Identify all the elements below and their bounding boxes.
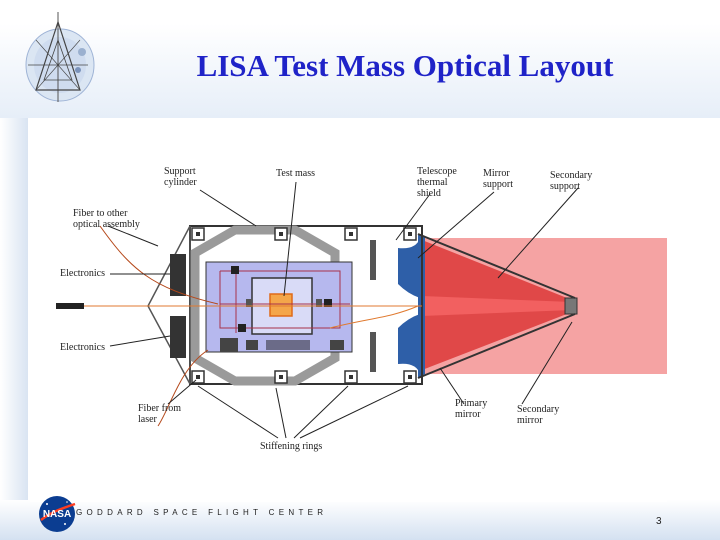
label-primary-mirror: Primary mirror xyxy=(455,398,488,420)
label-fiber-to-other: Fiber to other optical assembly xyxy=(73,208,140,230)
mirror-support-bottom xyxy=(398,314,420,374)
label-test-mass: Test mass xyxy=(276,168,316,179)
label-telescope-thermal-shield: Telescope thermal shield xyxy=(417,166,457,199)
diagram-canvas xyxy=(56,181,667,439)
label-secondary-support: Secondary support xyxy=(550,170,593,192)
label-electronics-top: Electronics xyxy=(60,268,105,279)
footer-band xyxy=(0,500,720,540)
thermal-shield-top xyxy=(370,240,376,280)
electronics-box-bottom xyxy=(170,316,186,358)
left-decor-strip xyxy=(0,118,28,503)
label-stiffening-rings: Stiffening rings xyxy=(260,441,323,452)
label-fiber-from-laser: Fiber from laser xyxy=(138,403,182,425)
secondary-mirror xyxy=(564,297,578,315)
test-mass-cube xyxy=(269,293,293,317)
label-mirror-support: Mirror support xyxy=(483,168,513,190)
thermal-shield-bottom xyxy=(370,332,376,372)
header-band xyxy=(0,0,720,118)
footer-text: GODDARD SPACE FLIGHT CENTER xyxy=(76,508,328,517)
nasa-logo-icon: NASA xyxy=(39,496,76,532)
beam-core xyxy=(422,296,572,316)
nasa-logo-text: NASA xyxy=(43,509,71,520)
slide-title: LISA Test Mass Optical Layout xyxy=(196,48,614,83)
support-cylinder xyxy=(190,225,340,386)
label-electronics-bottom: Electronics xyxy=(60,342,105,353)
electronics-box-top xyxy=(170,254,186,296)
page-number: 3 xyxy=(656,516,662,527)
fiber-to-other xyxy=(99,225,219,305)
optical-layout-diagram: Support cylinder Test mass Telescope the… xyxy=(30,128,667,502)
label-secondary-mirror: Secondary mirror xyxy=(517,404,560,426)
mirror-support-top xyxy=(398,238,420,298)
fiber-from-laser xyxy=(157,349,209,427)
label-support-cylinder: Support cylinder xyxy=(164,166,197,188)
lisa-logo-icon xyxy=(25,12,95,102)
